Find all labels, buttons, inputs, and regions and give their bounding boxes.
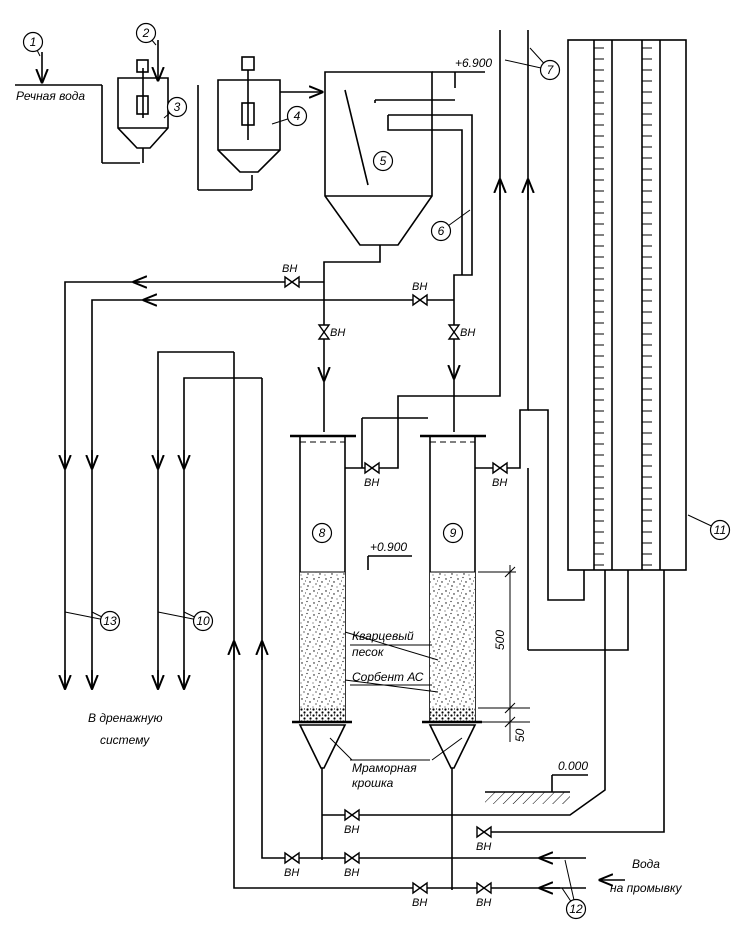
river-water-label: Речная вода xyxy=(16,89,85,103)
valve-vn: ВН xyxy=(412,281,428,307)
callout-number: 2 xyxy=(142,26,150,40)
callout-number: 5 xyxy=(380,154,387,168)
dimension-lines xyxy=(478,565,530,742)
drain-line-10 xyxy=(158,351,262,690)
callout-6: 6 xyxy=(430,209,471,242)
sorbent-label: Сорбент АС xyxy=(352,670,424,684)
elevation-mid-mark xyxy=(367,555,412,570)
outlet-8 xyxy=(345,180,500,469)
callout-number: 11 xyxy=(714,523,726,537)
callout-4: 4 xyxy=(271,105,308,127)
tank-5 xyxy=(324,71,485,246)
layer-leaders xyxy=(329,631,463,761)
column-11 xyxy=(567,39,687,571)
callout-5: 5 xyxy=(372,150,394,172)
callout-number: 3 xyxy=(174,100,181,114)
valve-label: ВН xyxy=(412,281,427,293)
elevation-zero: 0.000 xyxy=(558,759,588,773)
marble-label-2: крошка xyxy=(352,776,394,790)
valve-label: ВН xyxy=(344,824,359,836)
callout-8: 8 xyxy=(311,522,333,544)
callout-number: 7 xyxy=(547,63,555,77)
valve-label: ВН xyxy=(284,867,299,879)
feed-pipe-8 xyxy=(324,245,381,432)
filter-9 xyxy=(420,434,486,890)
callout-11: 11 xyxy=(687,514,731,541)
valve-label: ВН xyxy=(460,327,475,339)
callout-number: 9 xyxy=(450,526,457,540)
valve-vn: ВН xyxy=(284,851,300,879)
column-11-piping xyxy=(322,409,665,833)
marble-label-1: Мраморная xyxy=(352,761,417,775)
quartz-sand-label-1: Кварцевый xyxy=(352,629,414,643)
tank-3 xyxy=(117,59,169,163)
wash-water-label-1: Вода xyxy=(632,857,660,871)
callout-number: 4 xyxy=(294,109,301,123)
callout-9: 9 xyxy=(442,522,464,544)
callout-10: 10 xyxy=(157,610,214,632)
ground-level xyxy=(485,774,588,804)
valve-vn: ВН xyxy=(317,324,345,340)
callout-number: 6 xyxy=(438,224,445,238)
valve-label: ВН xyxy=(364,477,379,489)
elevation-top: +6.900 xyxy=(455,56,492,70)
callout-3: 3 xyxy=(163,96,188,119)
valve-vn: ВН xyxy=(344,808,360,836)
valve-label: ВН xyxy=(330,327,345,339)
valve-label: ВН xyxy=(282,263,297,275)
dimension-500: 500 xyxy=(493,630,507,650)
callout-number: 13 xyxy=(103,614,117,628)
callout-number: 1 xyxy=(30,35,37,49)
tank-4 xyxy=(217,56,281,173)
valve-label: ВН xyxy=(412,897,427,909)
callout-7: 7 xyxy=(504,47,561,81)
callout-number: 12 xyxy=(569,902,583,916)
drainage-label-2: систему xyxy=(100,733,150,747)
valve-vn: ВН xyxy=(282,263,300,289)
outlet-9 xyxy=(475,30,528,469)
quartz-sand-label-2: песок xyxy=(352,645,385,659)
filter-8 xyxy=(290,434,356,860)
wash-water-label-2: на промывку xyxy=(610,881,683,895)
pipe-6 xyxy=(387,114,473,300)
valve-vn: ВН xyxy=(476,881,492,909)
callout-2: 2 xyxy=(135,22,157,46)
elevation-mid: +0.900 xyxy=(370,540,407,554)
valve-label: ВН xyxy=(344,867,359,879)
valve-vn: ВН xyxy=(364,461,380,489)
dimension-50: 50 xyxy=(513,728,527,742)
callout-13: 13 xyxy=(64,610,121,632)
valve-label: ВН xyxy=(476,897,491,909)
bottom-piping xyxy=(233,680,625,888)
valves: ВН ВН ВН ВН ВН ВН ВН ВН ВН ВН ВН ВН xyxy=(282,263,508,909)
callout-number: 10 xyxy=(196,614,210,628)
valve-vn: ВН xyxy=(476,825,492,853)
river-water-inlet xyxy=(15,52,140,164)
callout-12: 12 xyxy=(561,859,587,920)
drain-line-13 xyxy=(65,282,454,690)
drainage-label-1: В дренажную xyxy=(88,711,162,725)
valve-vn: ВН xyxy=(344,851,360,879)
valve-vn: ВН xyxy=(412,881,428,909)
valve-vn: ВН xyxy=(447,324,475,340)
valve-label: ВН xyxy=(476,841,491,853)
callout-number: 8 xyxy=(319,526,326,540)
valve-vn: ВН xyxy=(492,461,508,489)
callout-1: 1 xyxy=(22,31,44,57)
valve-label: ВН xyxy=(492,477,507,489)
